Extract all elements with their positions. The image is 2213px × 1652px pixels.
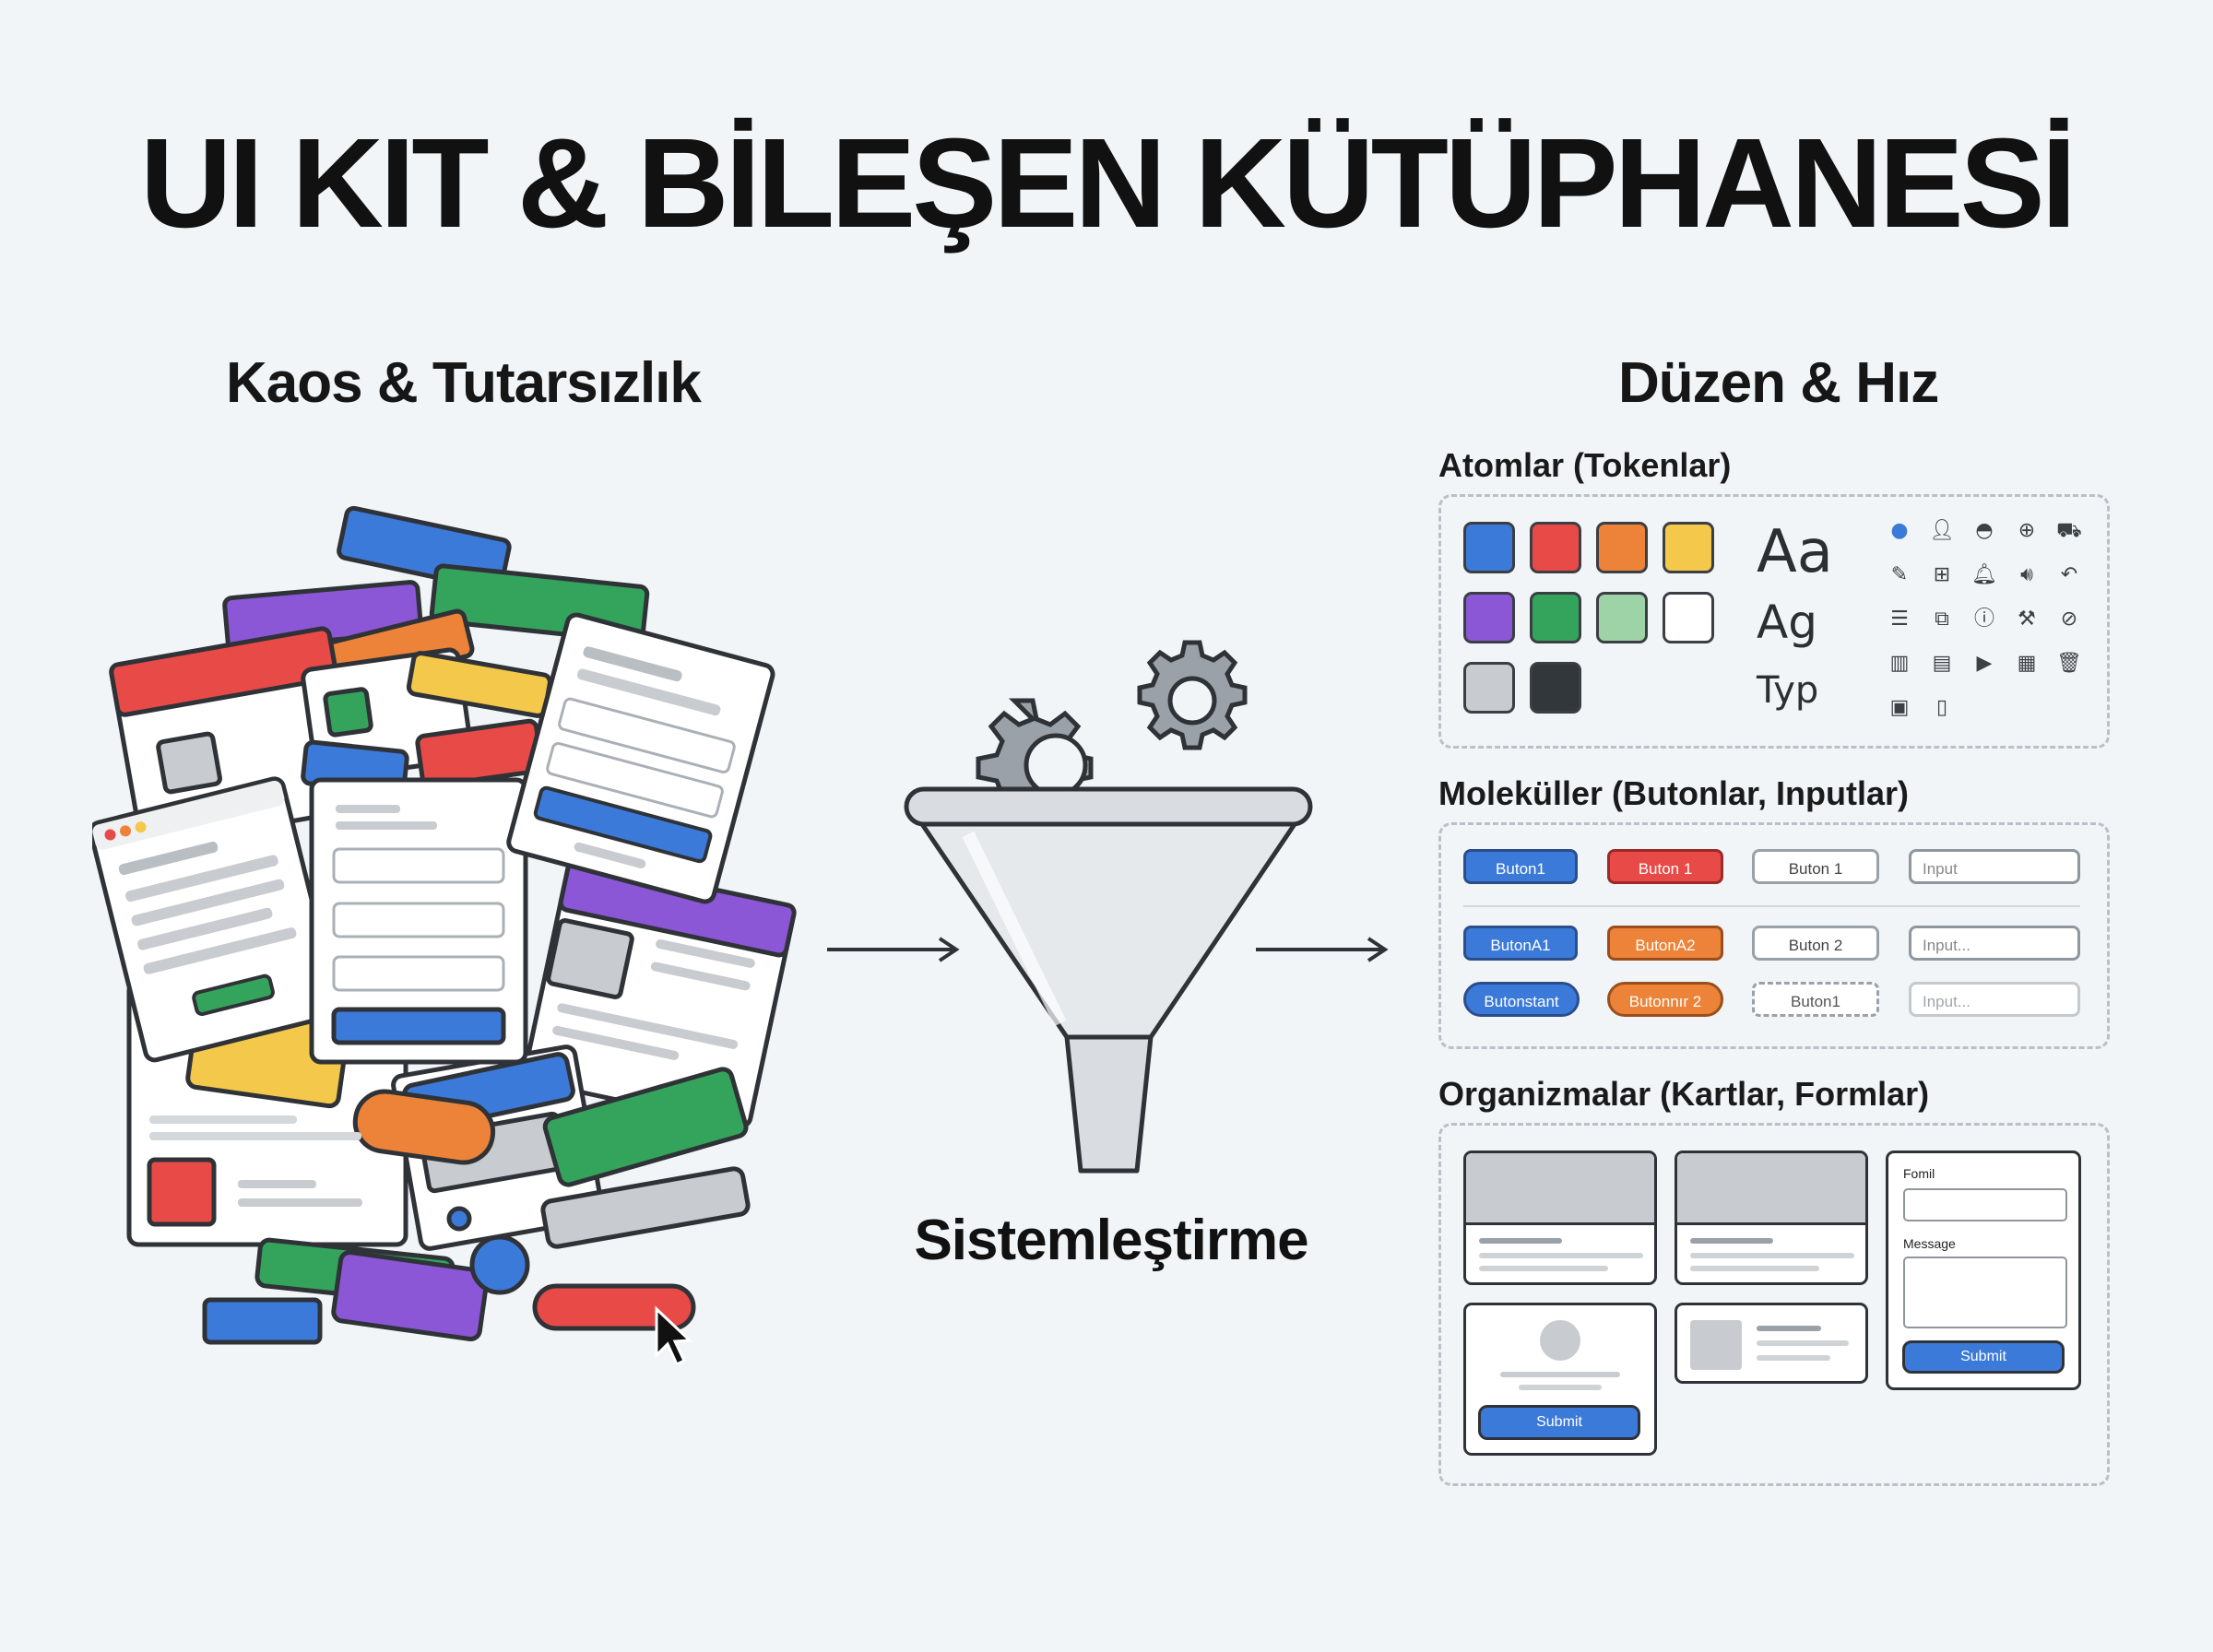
arrow-to-funnel — [827, 937, 960, 962]
avatar — [1540, 1320, 1580, 1361]
swatch-red — [1530, 522, 1581, 573]
grid-icon: ⊞ — [1933, 563, 1951, 586]
image-card — [1463, 1150, 1657, 1285]
page-title: UI KIT & BİLEŞEN KÜTÜPHANESİ — [139, 112, 2077, 254]
edit-icon: ⧉ — [1935, 608, 1949, 631]
swatch-light-green — [1596, 592, 1648, 643]
compass-icon: ⊘ — [2060, 608, 2078, 631]
disabled-input[interactable]: Input... — [1909, 982, 2080, 1017]
helmet-icon: ◓ — [1975, 519, 1994, 542]
info-icon: ⓘ — [1973, 608, 1994, 631]
swatch-blue — [1463, 522, 1515, 573]
primary-button-2[interactable]: ButonA1 — [1463, 926, 1578, 961]
type-sample-aa: Aa — [1757, 518, 1833, 586]
molecules-divider — [1463, 905, 2080, 907]
swatch-purple — [1463, 592, 1515, 643]
form-message-field[interactable] — [1903, 1257, 2067, 1328]
folder-icon: ▣ — [1889, 696, 1910, 719]
document-icon: ▤ — [1932, 652, 1952, 675]
organisms-panel — [1438, 1123, 2110, 1486]
tool-icon: ⚒ — [2018, 608, 2036, 631]
dashed-button[interactable]: Buton1 — [1752, 982, 1879, 1017]
form-submit-button[interactable]: Submit — [1902, 1340, 2065, 1374]
small-gear-icon — [1137, 640, 1248, 750]
pencil-icon: ✎ — [1890, 563, 1909, 586]
danger-button[interactable]: Buton 1 — [1607, 849, 1723, 884]
user-icon: 👤︎ — [1929, 519, 1955, 542]
primary-button[interactable]: Buton1 — [1463, 849, 1578, 884]
order-heading: Düzen & Hız — [1618, 351, 1939, 415]
profile-submit-button[interactable]: Submit — [1478, 1405, 1640, 1440]
molecules-heading: Moleküller (Butonlar, Inputlar) — [1438, 774, 1910, 812]
form-name-field[interactable] — [1903, 1188, 2067, 1221]
pill-primary-button[interactable]: Butonstant — [1463, 982, 1580, 1017]
chart-icon: ▥ — [1889, 652, 1910, 675]
swatch-orange — [1596, 522, 1648, 573]
list-card — [1675, 1303, 1868, 1384]
clipboard-icon: ▦ — [2017, 652, 2037, 675]
form-title: Fomil — [1903, 1166, 1935, 1181]
list-icon: ☰ — [1890, 608, 1909, 631]
atoms-heading: Atomlar (Tokenlar) — [1438, 446, 1732, 484]
pill-warning-button[interactable]: Butonnır 2 — [1607, 982, 1723, 1017]
ghost-button-2[interactable]: Buton 2 — [1752, 926, 1879, 961]
type-sample-ag: Ag — [1757, 596, 1817, 649]
swatch-gray — [1463, 662, 1515, 714]
globe-icon: ● — [1890, 519, 1909, 542]
organisms-heading: Organizmalar (Kartlar, Formlar) — [1438, 1075, 1930, 1113]
world-icon: ⊕ — [2018, 519, 2036, 542]
reply-icon: ↶ — [2060, 563, 2078, 586]
file-icon: ▯ — [1935, 696, 1948, 719]
molecules-panel — [1438, 822, 2110, 1049]
swatch-green — [1530, 592, 1581, 643]
gear-icon — [976, 698, 1094, 797]
funnel-gears-illustration — [904, 640, 1313, 1174]
bell-icon: 🔔︎ — [1971, 563, 1997, 586]
arrow-to-library — [1256, 937, 1389, 962]
form-message-label: Message — [1903, 1236, 1956, 1251]
type-sample-typ: Typ — [1757, 669, 1819, 712]
swatch-yellow — [1663, 522, 1714, 573]
swatch-dark — [1530, 662, 1581, 714]
atoms-panel — [1438, 494, 2110, 749]
ghost-button[interactable]: Buton 1 — [1752, 849, 1879, 884]
chaos-illustration — [92, 505, 797, 1364]
warning-button[interactable]: ButonA2 — [1607, 926, 1723, 961]
cart-icon: ⛟ — [2056, 519, 2082, 542]
volume-icon: 🔊︎ — [2020, 563, 2033, 586]
video-icon: ▶ — [1976, 652, 1993, 675]
image-card-2 — [1675, 1150, 1868, 1285]
systemization-label: Sistemleştirme — [914, 1209, 1308, 1272]
text-input-2[interactable]: Input... — [1909, 926, 2080, 961]
swatch-white — [1663, 592, 1714, 643]
text-input[interactable]: Input — [1909, 849, 2080, 884]
trash-icon: 🗑︎ — [2056, 652, 2082, 675]
chaos-heading: Kaos & Tutarsızlık — [226, 351, 702, 415]
